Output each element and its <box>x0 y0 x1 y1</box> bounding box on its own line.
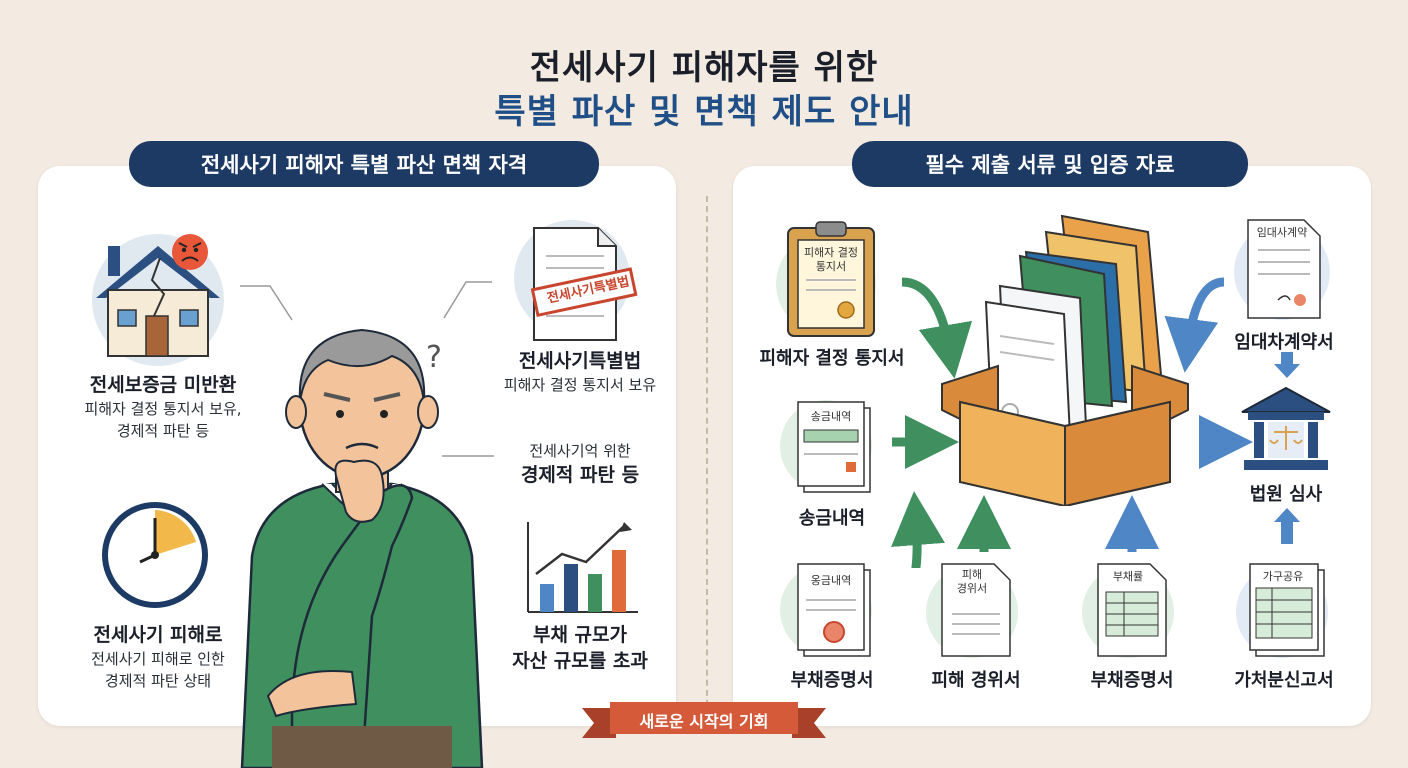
damage-report-icon <box>926 563 1018 658</box>
disposition-doc-icon <box>1236 563 1328 658</box>
panel-divider <box>706 196 708 716</box>
arrow-down-icon <box>1274 352 1300 378</box>
clock-icon <box>102 502 208 608</box>
damage-report-doc-text: 피해 경위서 <box>956 568 988 595</box>
doc-label-disposition: 가처분신고서 <box>1234 670 1334 691</box>
flow-arrows <box>891 277 1253 568</box>
doc-label-debt-certificate-2: 부채증명서 <box>1090 670 1174 691</box>
ribbon-banner <box>582 702 826 738</box>
certificate-doc-text: 피해자 결정 통지서 <box>803 246 859 273</box>
debt-table-icon <box>1082 563 1174 658</box>
arrow-up-icon <box>1274 508 1300 544</box>
doc-label-remittance: 송금내역 <box>798 508 866 529</box>
eligibility-item-damage: 전세사기 피해로 전세사기 피해로 인한 경제적 파탄 상태 <box>91 624 225 690</box>
connector-lines <box>240 281 494 457</box>
clipboard-certificate-icon <box>776 221 876 337</box>
disposition-doc-text: 가구공유 <box>1262 570 1304 583</box>
doc-label-debt-certificate-1: 부채증명서 <box>790 670 874 691</box>
courthouse-icon <box>1241 386 1331 470</box>
bar-chart-icon <box>527 522 638 613</box>
question-mark: ? <box>426 340 442 375</box>
debt-table-doc-text: 부채률 <box>1112 570 1144 583</box>
page-title-line2: 특별 파산 및 면책 제도 안내 <box>494 92 914 132</box>
page-title-line1: 전세사기 피해자를 위한 <box>529 48 879 88</box>
debt-doc-icon <box>780 563 872 657</box>
broken-house-icon <box>92 234 224 366</box>
stamped-document-icon <box>514 220 638 341</box>
worried-man-illustration <box>240 328 484 768</box>
eligibility-item-debt: 부채 규모가 자산 규모를 초과 <box>512 624 648 672</box>
eligibility-heading: 전세사기 피해자 특별 파산 면책 자격 <box>129 141 599 187</box>
lease-doc-text: 임대사계약 <box>1256 226 1308 239</box>
ribbon-text: 새로운 시작의 기회 <box>639 712 769 731</box>
court-review-label: 법원 심사 <box>1249 484 1323 505</box>
remittance-doc-icon <box>780 400 872 493</box>
doc-label-damage-report: 피해 경위서 <box>931 670 1021 691</box>
doc-label-victim-notice: 피해자 결정 통지서 <box>759 348 905 369</box>
document-box-icon <box>941 214 1189 506</box>
lease-contract-icon <box>1234 219 1330 320</box>
eligibility-item-special-law: 전세사기특별법 피해자 결정 통지서 보유 <box>503 350 657 394</box>
documents-heading: 필수 제출 서류 및 입증 자료 <box>852 141 1248 187</box>
doc-label-lease-contract: 임대차계약서 <box>1234 332 1334 353</box>
debt-doc-text: 옹금내역 <box>810 574 852 587</box>
eligibility-item-economic: 전세사기억 위한 경제적 파탄 등 <box>520 442 640 486</box>
eligibility-item-deposit: 전세보증금 미반환 피해자 결정 통지서 보유, 경제적 파탄 등 <box>84 374 242 440</box>
remittance-doc-text: 송금내역 <box>810 410 852 423</box>
